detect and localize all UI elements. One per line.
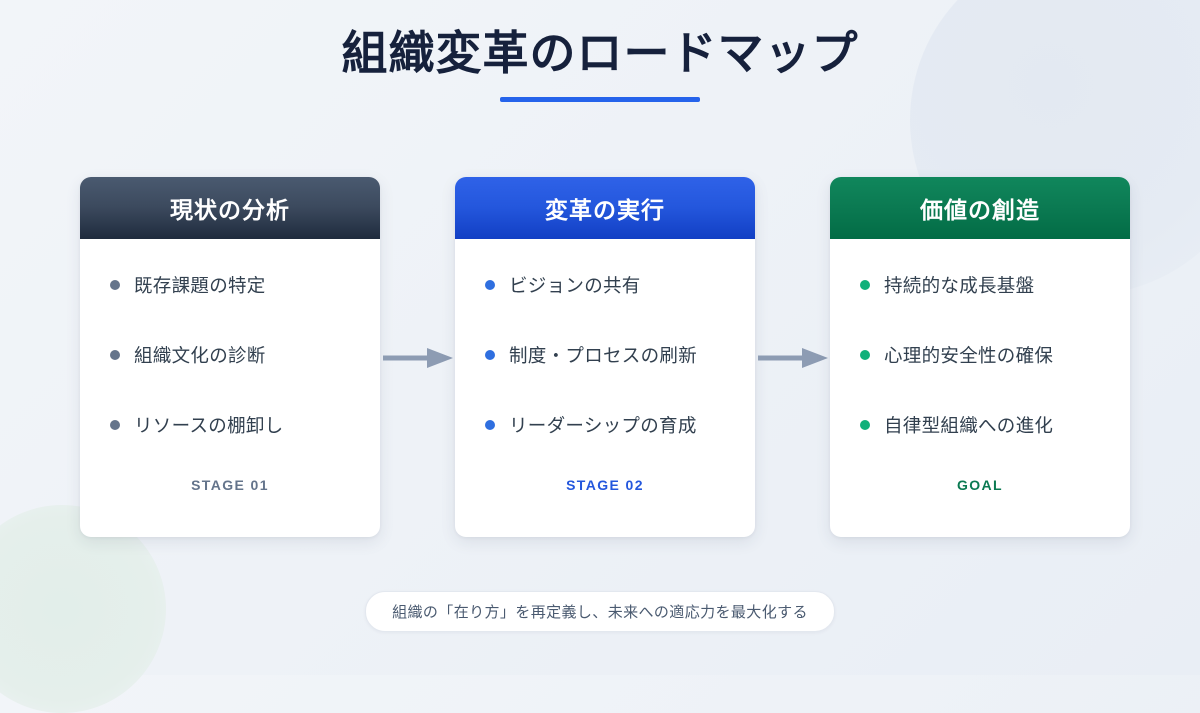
list-item-label: リーダーシップの育成	[509, 414, 697, 436]
bullet-dot-icon	[860, 279, 870, 290]
list-item-label: 持続的な成長基盤	[884, 274, 1035, 296]
list-item: 持続的な成長基盤	[860, 261, 1118, 308]
bullet-dot-icon	[110, 349, 120, 360]
list-item: 組織文化の診断	[110, 331, 368, 378]
footnote-container: 組織の「在り方」を再定義し、未来への適応力を最大化する	[0, 591, 1200, 632]
stage-card-2-header: 変革の実行	[455, 177, 755, 239]
bullet-dot-icon	[485, 349, 495, 360]
list-item-label: ビジョンの共有	[509, 274, 641, 296]
list-item-label: 心理的安全性の確保	[884, 344, 1054, 366]
stage-card-2-item-list: ビジョンの共有 制度・プロセスの刷新 リーダーシップの育成	[455, 261, 755, 471]
stage-card-1-item-list: 既存課題の特定 組織文化の診断 リソースの棚卸し	[80, 261, 380, 471]
stage-card-1-body: 既存課題の特定 組織文化の診断 リソースの棚卸し STAGE 01	[80, 239, 380, 537]
stage-card-3-item-list: 持続的な成長基盤 心理的安全性の確保 自律型組織への進化	[830, 261, 1130, 471]
bullet-dot-icon	[485, 419, 495, 430]
list-item: リーダーシップの育成	[485, 401, 743, 448]
list-item: ビジョンの共有	[485, 261, 743, 308]
bullet-dot-icon	[485, 279, 495, 290]
stage-card-3-header: 価値の創造	[830, 177, 1130, 239]
bullet-dot-icon	[110, 419, 120, 430]
stage-card-2-footer: STAGE 02	[566, 477, 644, 493]
arrow-right-icon	[757, 348, 828, 368]
stage-card-2-body: ビジョンの共有 制度・プロセスの刷新 リーダーシップの育成 STAGE 02	[455, 239, 755, 537]
bullet-dot-icon	[860, 419, 870, 430]
page-title: 組織変革のロードマップ	[341, 27, 859, 79]
list-item-label: 自律型組織への進化	[884, 414, 1054, 436]
stage-card-3-body: 持続的な成長基盤 心理的安全性の確保 自律型組織への進化 GOAL	[830, 239, 1130, 537]
list-item: 既存課題の特定	[110, 261, 368, 308]
connector-arrow-2	[755, 177, 830, 537]
arrow-right-icon	[382, 348, 453, 368]
page-header: 組織変革のロードマップ	[0, 26, 1200, 103]
title-accent-underline	[500, 97, 700, 103]
connector-arrow-1	[380, 177, 455, 537]
stage-card-3-footer: GOAL	[956, 477, 1004, 493]
roadmap-flow: 現状の分析 既存課題の特定 組織文化の診断 リソースの棚卸し STAGE 01	[80, 177, 1130, 537]
list-item: 自律型組織への進化	[860, 401, 1118, 448]
list-item: 制度・プロセスの刷新	[485, 331, 743, 378]
stage-card-1-footer: STAGE 01	[191, 477, 269, 493]
footnote-pill: 組織の「在り方」を再定義し、未来への適応力を最大化する	[365, 591, 835, 632]
list-item-label: 組織文化の診断	[134, 344, 266, 366]
list-item-label: リソースの棚卸し	[134, 414, 284, 436]
stage-card-1-header: 現状の分析	[80, 177, 380, 239]
list-item-label: 既存課題の特定	[134, 274, 266, 296]
bullet-dot-icon	[860, 349, 870, 360]
bullet-dot-icon	[110, 279, 120, 290]
list-item: リソースの棚卸し	[110, 401, 368, 448]
list-item: 心理的安全性の確保	[860, 331, 1118, 378]
stage-card-1[interactable]: 現状の分析 既存課題の特定 組織文化の診断 リソースの棚卸し STAGE 01	[80, 177, 380, 537]
stage-card-2[interactable]: 変革の実行 ビジョンの共有 制度・プロセスの刷新 リーダーシップの育成 STAG…	[455, 177, 755, 537]
stage-card-3[interactable]: 価値の創造 持続的な成長基盤 心理的安全性の確保 自律型組織への進化 GOAL	[830, 177, 1130, 537]
list-item-label: 制度・プロセスの刷新	[509, 344, 698, 366]
